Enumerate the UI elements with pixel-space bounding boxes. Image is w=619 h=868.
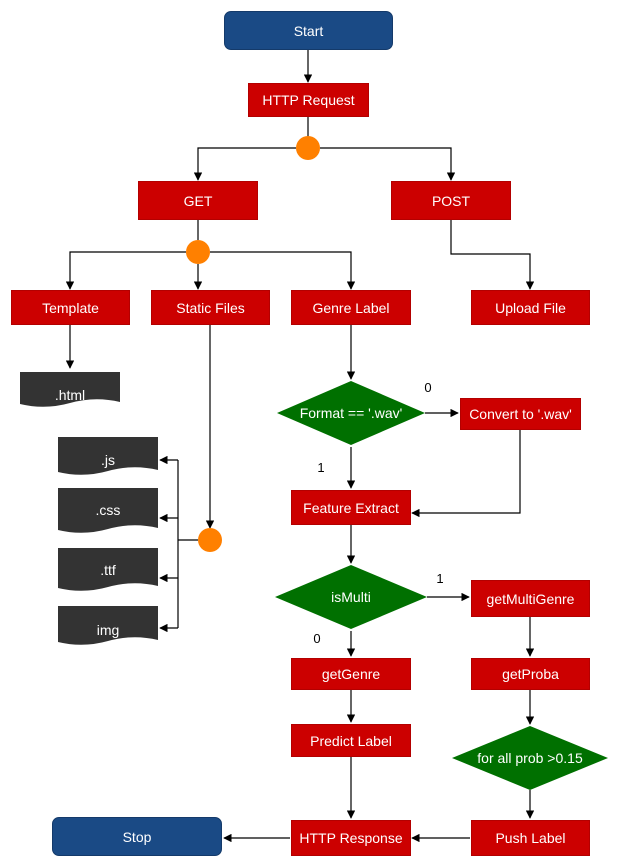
feature-extract-label: Feature Extract [303,499,399,516]
edge-junction-post [320,147,456,181]
http-request-label: HTTP Request [262,92,355,108]
static-files-node: Static Files [151,290,270,325]
get-node: GET [138,181,258,220]
doc-js: .js [58,437,158,475]
http-response-node: HTTP Response [291,820,411,856]
get-proba-node: getProba [471,658,590,690]
get-genre-node: getGenre [291,658,411,690]
push-label-node: Push Label [471,820,590,856]
decision-multi-label: isMulti [331,589,371,605]
get-multi-genre-label: getMultiGenre [486,590,575,607]
edge-label-multi-no: 0 [313,631,320,646]
edge-label-multi-yes: 1 [436,571,443,586]
template-node: Template [11,290,130,325]
decision-multi: isMulti [275,565,427,629]
doc-ttf-label: .ttf [100,562,116,578]
convert-wav-node: Convert to '.wav' [460,398,581,430]
stop-label: Stop [122,828,152,845]
doc-html-label: .html [55,387,85,403]
get-proba-label: getProba [502,666,559,682]
stop-node: Stop [52,817,222,856]
start-label: Start [293,22,324,39]
edge-junction-genre [210,251,356,290]
edge-junction-template [65,251,186,290]
http-response-label: HTTP Response [299,830,403,846]
doc-css-label: .css [96,502,121,518]
convert-wav-label: Convert to '.wav' [469,406,572,422]
doc-js-label: .js [101,452,115,468]
decision-format: Format == '.wav' [277,381,425,445]
post-label: POST [431,192,471,209]
http-request-node: HTTP Request [248,83,369,117]
upload-file-label: Upload File [495,299,566,316]
predict-label-node: Predict Label [291,724,411,757]
junction-request [296,136,320,160]
edge-label-format-no: 0 [424,380,431,395]
template-label: Template [42,299,99,316]
doc-img: img [58,606,158,645]
doc-img-label: img [97,622,120,638]
doc-ttf: .ttf [58,548,158,591]
post-node: POST [391,181,511,220]
edge-junction-get [193,147,296,181]
get-genre-label: getGenre [321,666,381,682]
junction-static [198,528,222,552]
upload-file-node: Upload File [471,290,590,325]
start-node: Start [224,11,393,50]
static-files-label: Static Files [176,299,245,316]
get-multi-genre-node: getMultiGenre [471,580,590,617]
edge-label-format-yes: 1 [317,460,324,475]
predict-label-label: Predict Label [310,732,392,749]
edge-convert-extract [411,430,521,518]
genre-label-node: Genre Label [291,290,411,325]
junction-get [186,240,210,264]
edge-post-upload [450,220,535,290]
genre-label-label: Genre Label [312,299,390,316]
doc-css: .css [58,488,158,533]
decision-format-label: Format == '.wav' [300,405,403,421]
decision-prob-label: for all prob >0.15 [477,750,583,766]
decision-prob: for all prob >0.15 [452,726,608,790]
doc-html: .html [20,372,120,407]
push-label-label: Push Label [495,830,566,846]
feature-extract-node: Feature Extract [291,490,411,525]
get-label: GET [183,192,213,209]
